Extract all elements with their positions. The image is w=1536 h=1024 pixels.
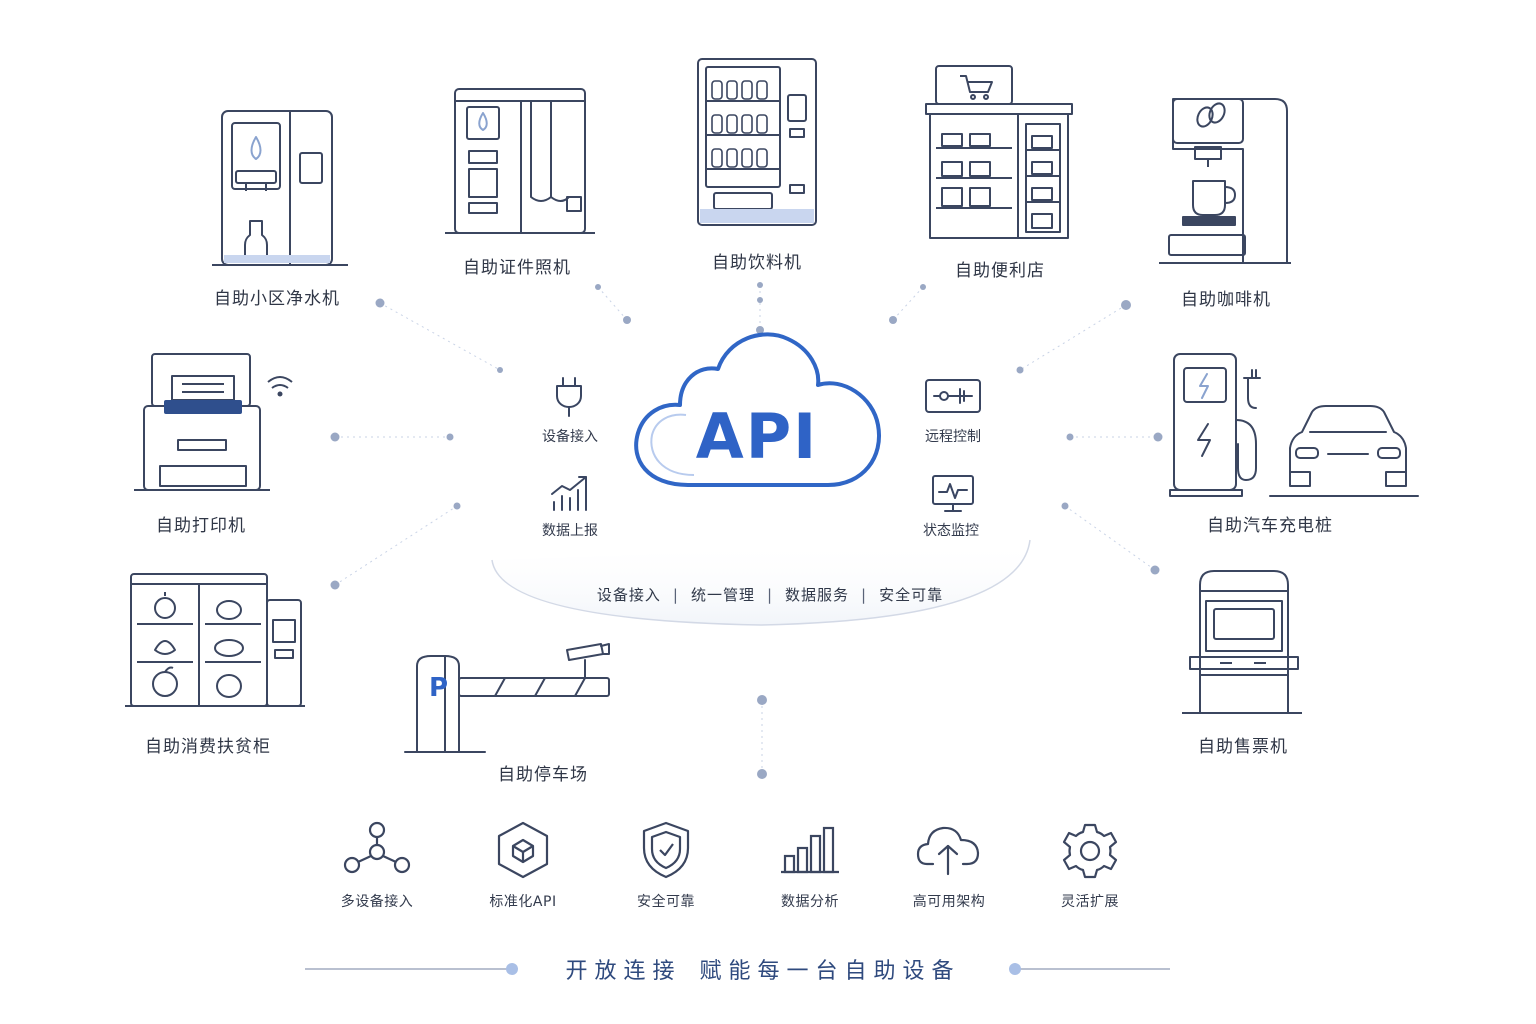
printer-icon (130, 350, 310, 500)
device-label-convenience-store: 自助便利店 (955, 261, 1045, 281)
bar-chart-icon (781, 824, 839, 876)
hexagon-cube-icon (495, 820, 551, 880)
coffee-machine-icon (1155, 95, 1295, 270)
slogan-part-2: 赋能每一台自助设备 (699, 959, 961, 984)
gear-icon (1061, 822, 1119, 880)
arc-tagline: 设备接入 | 统一管理 | 数据服务 | 安全可靠 (597, 584, 943, 605)
upload-chart-icon (550, 474, 592, 514)
device-label-parking: 自助停车场 (498, 765, 588, 785)
api-title: API (695, 400, 819, 473)
svg-text:P: P (429, 673, 448, 703)
device-label-ticket-machine: 自助售票机 (1198, 737, 1288, 757)
network-nodes-icon (343, 820, 411, 876)
feature-label-status-monitor: 状态监控 (923, 523, 979, 539)
device-label-printer: 自助打印机 (156, 516, 246, 536)
device-label-water-purifier: 自助小区净水机 (214, 289, 340, 309)
convenience-store-icon (918, 62, 1078, 242)
tagline-secure: 安全可靠 (879, 586, 944, 604)
shield-icon (640, 820, 692, 880)
plug-icon (551, 376, 587, 418)
device-label-produce-cabinet: 自助消费扶贫柜 (145, 737, 271, 757)
capability-label-data-analysis: 数据分析 (781, 894, 839, 910)
feature-label-remote-control: 远程控制 (925, 429, 981, 445)
slogan: 开放连接赋能每一台自助设备 (565, 953, 960, 985)
device-label-photo-booth: 自助证件照机 (463, 258, 571, 278)
ev-charger-icon (1160, 348, 1420, 503)
feature-label-device-access: 设备接入 (542, 429, 598, 445)
monitor-icon (931, 474, 975, 514)
cloud-upload-icon (915, 822, 981, 878)
tagline-separator: | (861, 586, 868, 604)
device-label-coffee-machine: 自助咖啡机 (1181, 290, 1271, 310)
device-label-drink-vending: 自助饮料机 (712, 253, 802, 273)
water-purifier-icon (210, 105, 350, 270)
feature-label-data-report: 数据上报 (542, 523, 598, 539)
api-cloud (628, 325, 888, 495)
device-label-ev-charger: 自助汽车充电桩 (1207, 516, 1333, 536)
tagline-separator: | (766, 586, 774, 604)
drink-vending-machine-icon (690, 55, 825, 235)
capability-label-multi-device: 多设备接入 (340, 894, 414, 910)
tagline-device-access: 设备接入 (596, 586, 661, 604)
ticket-machine-icon (1180, 565, 1305, 720)
remote-control-icon (924, 378, 982, 416)
capability-label-secure: 安全可靠 (637, 894, 695, 910)
tagline-data-service: 数据服务 (785, 586, 850, 604)
produce-cabinet-icon (125, 570, 310, 715)
tagline-unified-management: 统一管理 (690, 586, 755, 604)
capability-label-standard-api: 标准化API (489, 894, 557, 910)
parking-barrier-icon: P (404, 640, 620, 760)
capability-label-flexible-extension: 灵活扩展 (1061, 894, 1119, 910)
tagline-separator: | (672, 586, 679, 604)
slogan-part-1: 开放连接 (565, 959, 682, 984)
photo-booth-icon (445, 85, 595, 240)
capability-label-high-availability: 高可用架构 (912, 894, 986, 910)
